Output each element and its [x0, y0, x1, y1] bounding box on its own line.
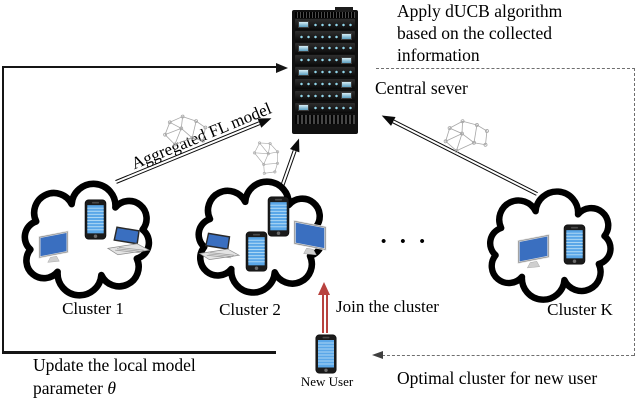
server-vent-bottom [295, 114, 355, 124]
clusterk-label: Cluster K [547, 300, 613, 319]
server-unit [295, 43, 355, 54]
server-vent-top [295, 12, 355, 18]
ducb-note-line3: information [397, 45, 480, 65]
ellipsis-dots: ••• [381, 234, 439, 250]
server-unit [295, 102, 355, 114]
feedback-loop-arrowhead-icon [276, 62, 288, 73]
server-rack-cap [335, 7, 353, 12]
cluster2-label: Cluster 2 [219, 300, 281, 319]
server-unit [295, 78, 355, 90]
feedback-loop-bottom-line [2, 351, 276, 354]
smartphone-icon [245, 231, 268, 272]
optimal-cluster-dashed-arrow-line [382, 355, 634, 356]
central-server-label: Central sever [375, 78, 468, 98]
laptop-icon [199, 232, 240, 261]
smartphone-icon [563, 224, 586, 265]
cluster2-upload-arrowhead-icon [289, 136, 304, 153]
dashed-boundary-top [376, 68, 635, 69]
update-note-line1: Update the local model [33, 355, 196, 375]
server-unit [295, 31, 355, 42]
desktop-monitor-icon [38, 230, 69, 264]
new-user-label: New User [300, 374, 354, 389]
smartphone-icon [84, 199, 107, 240]
new-user-smartphone-icon [315, 334, 337, 374]
smartphone-icon [267, 196, 290, 237]
join-cluster-label: Join the cluster [336, 297, 439, 316]
dashed-boundary-right [634, 68, 635, 356]
update-note: Update the local model parameter θ [33, 354, 196, 399]
join-cluster-arrow-shaft [321, 294, 328, 333]
ducb-note: Apply dUCB algorithm based on the collec… [397, 0, 637, 66]
server-unit [295, 19, 355, 30]
update-note-line2: parameter θ [33, 377, 196, 400]
desktop-monitor-icon [293, 220, 327, 256]
feedback-loop-left-line [2, 67, 4, 353]
server-rack-icon [292, 7, 358, 134]
server-unit [295, 90, 355, 102]
server-unit [295, 66, 355, 78]
desktop-monitor-icon [517, 234, 550, 269]
ducb-note-line1: Apply dUCB algorithm [397, 1, 563, 21]
join-cluster-arrowhead-icon [318, 282, 330, 295]
theta-symbol: θ [107, 377, 116, 398]
optimal-cluster-label: Optimal cluster for new user [397, 368, 598, 388]
server-unit [295, 55, 355, 66]
laptop-icon [107, 226, 150, 256]
optimal-cluster-arrowhead-icon [372, 351, 383, 359]
cluster1-label: Cluster 1 [62, 299, 124, 318]
cloud-icon [466, 188, 634, 304]
update-note-parameter: parameter [33, 377, 103, 398]
feedback-loop-top-line [2, 66, 277, 68]
neural-network-sketch-icon [439, 113, 493, 157]
ducb-note-line2: based on the collected [397, 23, 553, 43]
